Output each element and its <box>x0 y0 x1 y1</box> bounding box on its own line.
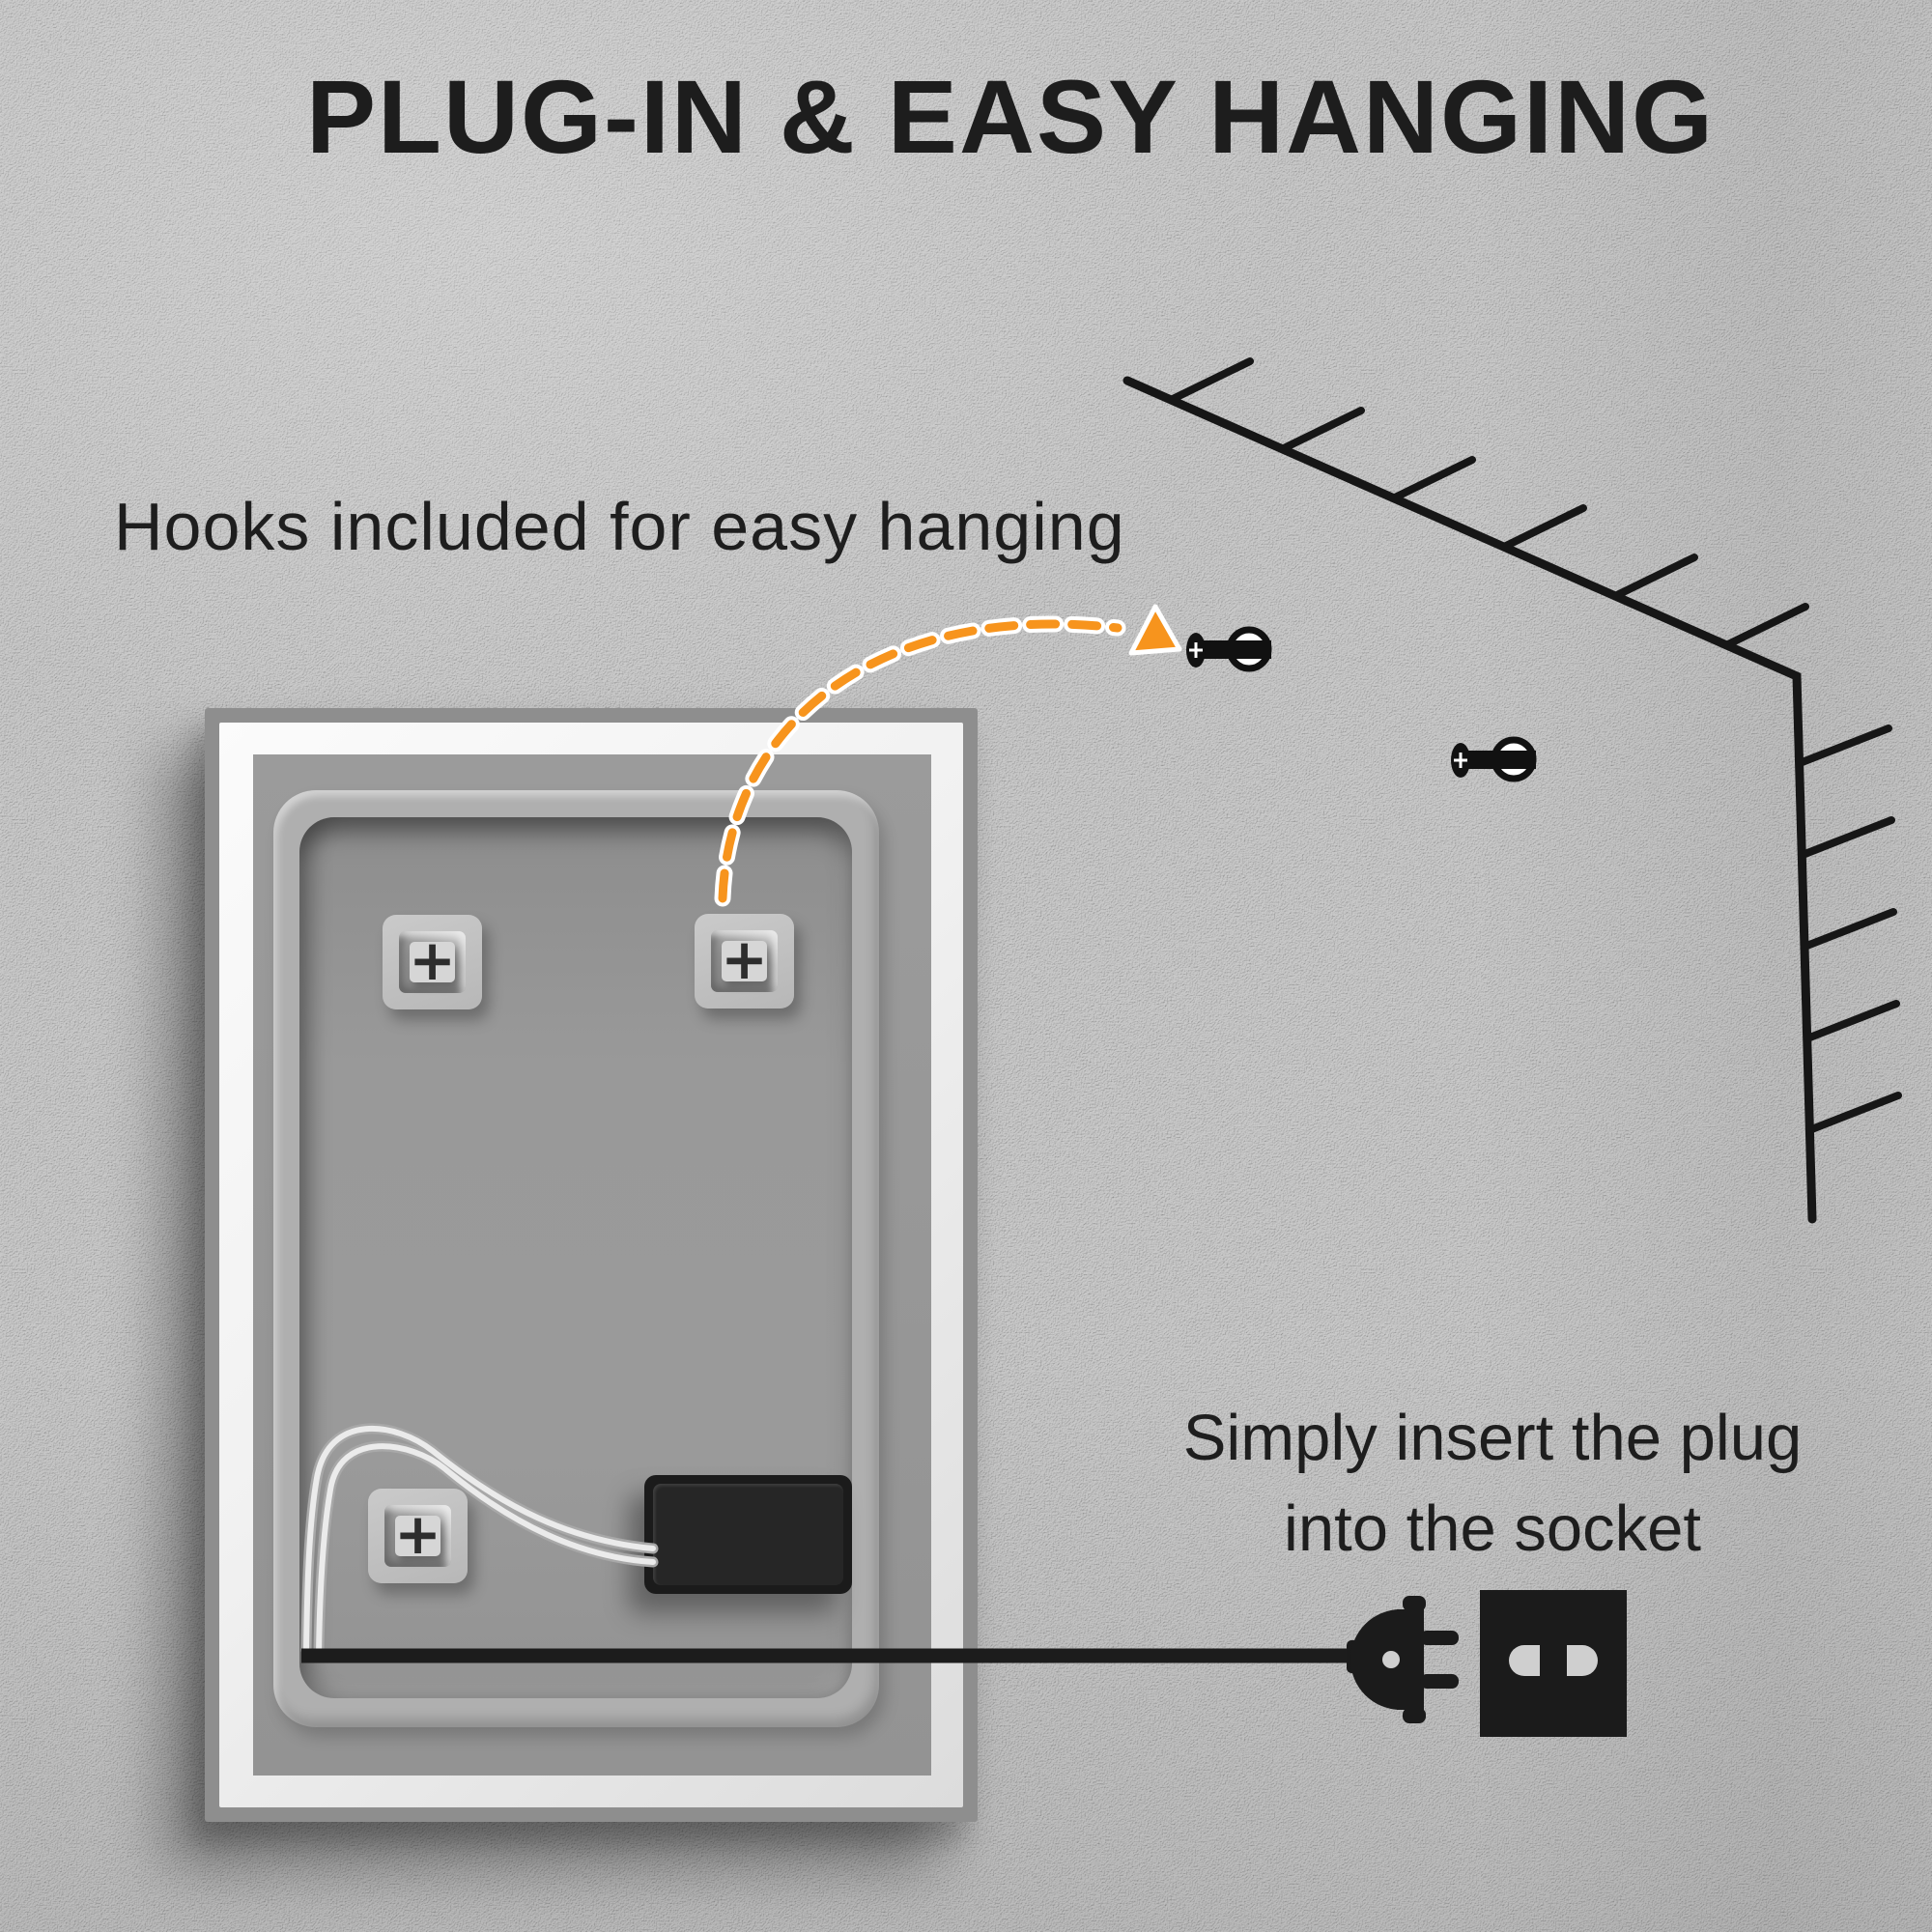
bracket-screw-plate: + <box>721 931 768 987</box>
phillips-screw-icon: + <box>721 926 768 992</box>
led-driver-box <box>644 1475 852 1594</box>
plug-callout-line1: Simply insert the plug <box>1182 1402 1803 1474</box>
bracket-bevel: + <box>384 1505 451 1567</box>
hooks-callout-text: Hooks included for easy hanging <box>114 489 1125 564</box>
mounting-bracket-top-left: + <box>383 915 482 1009</box>
plug-callout-line2: into the socket <box>1283 1492 1702 1565</box>
plug-callout-text: Simply insert the plug into the socket <box>1009 1393 1932 1575</box>
bracket-bevel: + <box>399 931 466 993</box>
led-driver-box-face <box>653 1484 843 1585</box>
bracket-bevel: + <box>711 930 778 992</box>
mounting-bracket-bottom-left: + <box>368 1489 468 1583</box>
bracket-screw-plate: + <box>394 1506 441 1562</box>
mounting-bracket-top-right: + <box>695 914 794 1009</box>
phillips-screw-icon: + <box>409 927 456 993</box>
mirror-back-view: + + + <box>205 708 978 1822</box>
page-title: PLUG-IN & EASY HANGING <box>305 58 1716 175</box>
phillips-screw-icon: + <box>394 1501 441 1567</box>
bracket-screw-plate: + <box>409 932 456 988</box>
